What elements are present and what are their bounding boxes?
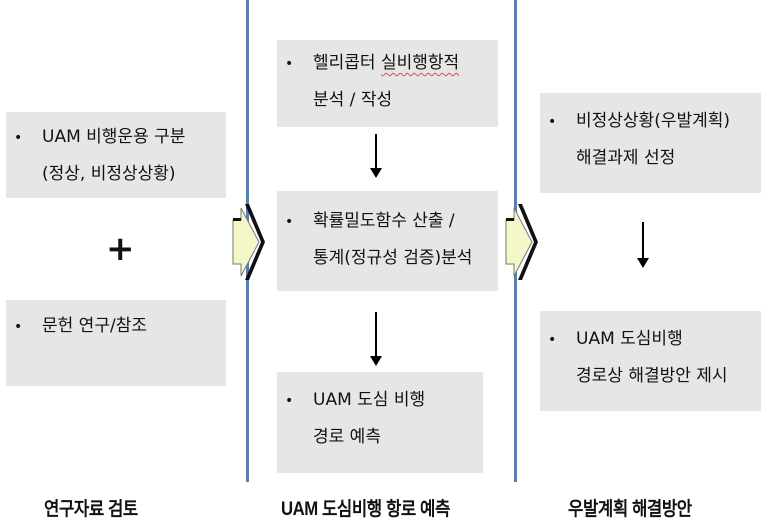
chevron-right-arrow-icon [232, 204, 265, 280]
box-text-line2: 통계(정규성 검증)분석 [313, 248, 473, 268]
box-text-line2: 해결과제 선정 [576, 148, 676, 168]
box-text-line1: UAM 도심 비행 [313, 390, 426, 410]
box-contingency-task-selection: • 비정상상황(우발계획) 해결과제 선정 [540, 93, 761, 193]
bullet-icon: • [14, 319, 23, 335]
arrow-down-icon [370, 312, 382, 366]
bullet-icon: • [548, 114, 557, 130]
box-helicopter-track-analysis: • 헬리콥터 실비행항적 분석 / 작성 [277, 40, 498, 127]
box-text-line1: UAM 비행운용 구분 [42, 127, 186, 147]
bullet-icon: • [285, 56, 294, 72]
box-text-line1: UAM 도심비행 [576, 329, 683, 349]
caption-route-prediction: UAM 도심비행 항로 예측 [281, 499, 450, 520]
box-uam-operation-classification: • UAM 비행운용 구분 (정상, 비정상상황) [6, 112, 226, 198]
box-uam-path-prediction: • UAM 도심 비행 경로 예측 [277, 372, 483, 473]
chevron-right-arrow-icon [505, 204, 538, 280]
arrow-down-icon [637, 222, 649, 268]
bullet-icon: • [548, 332, 557, 348]
box-text-line1: 확률밀도함수 산출 / [313, 211, 455, 231]
bullet-icon: • [285, 214, 294, 230]
box-text-line2: (정상, 비정상상황) [42, 164, 176, 184]
plus-icon: + [106, 229, 135, 269]
bullet-icon: • [285, 393, 294, 409]
caption-contingency-solution: 우발계획 해결방안 [568, 499, 692, 520]
box-probability-density-analysis: • 확률밀도함수 산출 / 통계(정규성 검증)분석 [277, 191, 498, 291]
bullet-icon: • [14, 130, 23, 146]
box-uam-path-solution: • UAM 도심비행 경로상 해결방안 제시 [540, 311, 761, 411]
box-text-line1: 헬리콥터 [313, 53, 381, 73]
box-text-line2: 분석 / 작성 [313, 90, 393, 110]
box-text-line1: 비정상상황(우발계획) [576, 111, 731, 131]
box-literature-review: • 문헌 연구/참조 [6, 300, 226, 386]
box-text-line2: 경로상 해결방안 제시 [576, 366, 728, 386]
caption-research-review: 연구자료 검토 [44, 499, 138, 520]
spellcheck-marked-text: 실비행항적 [380, 53, 460, 73]
arrow-down-icon [370, 134, 382, 178]
box-text-line1: 문헌 연구/참조 [42, 316, 147, 336]
box-text-line2: 경로 예측 [313, 427, 381, 447]
